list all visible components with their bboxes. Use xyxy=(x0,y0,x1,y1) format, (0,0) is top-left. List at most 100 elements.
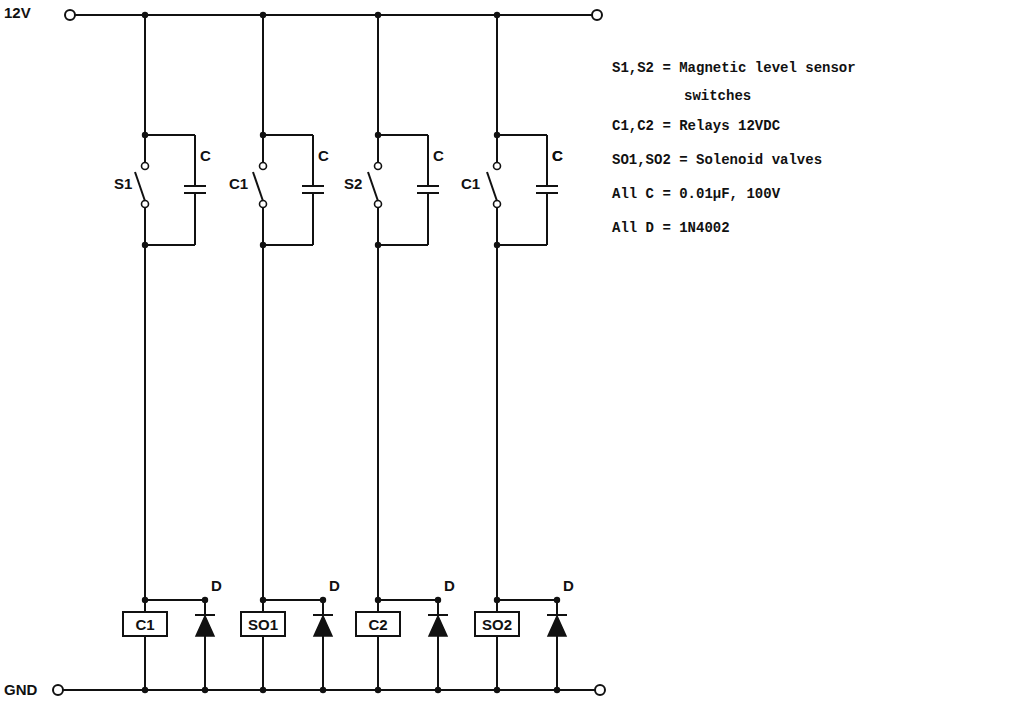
switch-lead xyxy=(377,135,379,162)
switch-contact xyxy=(260,163,267,170)
coil-label: C2 xyxy=(368,616,387,633)
switch-symbol xyxy=(253,135,267,245)
switch-contact xyxy=(260,201,267,208)
switch-blade xyxy=(253,172,263,201)
switch-lead xyxy=(262,207,264,245)
junction-dot xyxy=(320,687,326,693)
capacitor-lead xyxy=(546,193,548,245)
diode-bar xyxy=(547,614,567,616)
switch-lead xyxy=(144,207,146,245)
switch-lead xyxy=(377,207,379,245)
capacitor-label: C xyxy=(552,148,563,165)
diode-lead xyxy=(322,636,324,690)
capacitor-lead xyxy=(194,193,196,245)
diode-bar xyxy=(195,614,215,616)
terminal xyxy=(53,685,63,695)
terminal xyxy=(65,10,75,20)
wire xyxy=(378,599,438,601)
diode-symbol xyxy=(195,600,215,690)
power-rails xyxy=(53,10,605,695)
diode-bar xyxy=(428,614,448,616)
legend-note: S1,S2 = Magnetic level sensor switches xyxy=(612,54,924,110)
switch-contact xyxy=(494,163,501,170)
legend-note: All D = 1N4002 xyxy=(612,214,924,242)
terminal xyxy=(592,10,602,20)
circuit-branch xyxy=(135,12,215,693)
legend-note: All C = 0.01μF, 100V xyxy=(612,180,924,208)
junction-dot xyxy=(375,687,381,693)
diode-symbol xyxy=(428,600,448,690)
diode-lead xyxy=(204,600,206,614)
diode-triangle xyxy=(196,616,214,636)
supply-label: 12V xyxy=(4,5,31,22)
capacitor-label: C xyxy=(318,148,329,165)
diode-lead xyxy=(322,600,324,614)
switch-contact xyxy=(375,201,382,208)
diode-lead xyxy=(204,636,206,690)
capacitor-plate xyxy=(417,185,439,187)
capacitor-lead xyxy=(312,193,314,245)
wire xyxy=(145,599,205,601)
diode-triangle xyxy=(314,616,332,636)
circuit-branch xyxy=(487,12,567,693)
wire xyxy=(378,244,428,246)
wire xyxy=(145,244,195,246)
switch-contact xyxy=(494,201,501,208)
diode-label: D xyxy=(563,578,574,595)
switch-blade xyxy=(487,172,497,201)
capacitor-label: C xyxy=(433,148,444,165)
junction-dot xyxy=(260,687,266,693)
wire xyxy=(145,134,195,136)
diode-lead xyxy=(437,600,439,614)
diode-label: D xyxy=(329,578,340,595)
junction-dot xyxy=(435,687,441,693)
legend-note: SO1,SO2 = Solenoid valves xyxy=(612,146,924,174)
coil-label: SO2 xyxy=(482,616,512,633)
diode-symbol xyxy=(547,600,567,690)
wire xyxy=(497,134,547,136)
junction-dot xyxy=(142,687,148,693)
switch-contact xyxy=(142,163,149,170)
wire xyxy=(263,244,313,246)
wire xyxy=(377,15,379,135)
terminal xyxy=(595,685,605,695)
diode-lead xyxy=(437,636,439,690)
capacitor-plate xyxy=(184,185,206,187)
wire xyxy=(144,15,146,135)
coil-label: C1 xyxy=(135,616,154,633)
switch-lead xyxy=(496,135,498,162)
coil-label: SO1 xyxy=(248,616,278,633)
switch-label: S2 xyxy=(344,176,362,193)
switch-label: C1 xyxy=(461,176,480,193)
coil-box: SO2 xyxy=(474,611,520,637)
capacitor-plate xyxy=(536,185,558,187)
wire xyxy=(497,244,547,246)
wire xyxy=(263,599,323,601)
junction-dot xyxy=(494,687,500,693)
legend-note: C1,C2 = Relays 12VDC xyxy=(612,112,924,140)
capacitor-lead xyxy=(427,135,429,186)
switch-symbol xyxy=(368,135,382,245)
switch-symbol xyxy=(487,135,501,245)
switch-blade xyxy=(368,172,378,201)
coil-box: C2 xyxy=(355,611,401,637)
diode-label: D xyxy=(444,578,455,595)
diode-triangle xyxy=(429,616,447,636)
switch-lead xyxy=(496,207,498,245)
capacitor-lead xyxy=(427,193,429,245)
diode-label: D xyxy=(211,578,222,595)
wire xyxy=(378,134,428,136)
wire xyxy=(263,134,313,136)
diode-lead xyxy=(556,636,558,690)
supply-rail xyxy=(75,14,592,16)
wire xyxy=(497,599,557,601)
switch-lead xyxy=(144,135,146,162)
junction-dot xyxy=(554,687,560,693)
ground-label: GND xyxy=(4,682,37,699)
switch-label: S1 xyxy=(114,176,132,193)
diode-bar xyxy=(313,614,333,616)
switch-contact xyxy=(142,201,149,208)
diode-symbol xyxy=(313,600,333,690)
